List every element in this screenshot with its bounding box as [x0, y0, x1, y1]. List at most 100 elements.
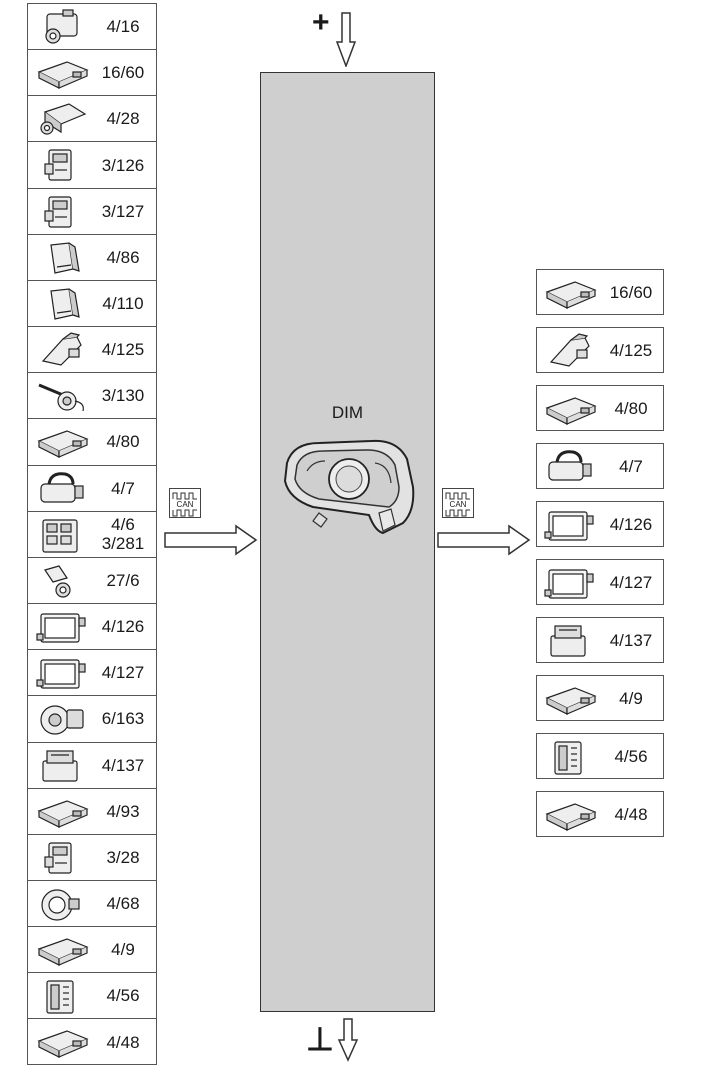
input-module-row: 3/127: [28, 189, 156, 235]
fuse-box-icon: [554, 741, 582, 775]
control-module-icon: [545, 803, 597, 831]
ecu-icon: [36, 613, 86, 643]
signal-wave-icon: [445, 509, 470, 517]
connector-module-icon: [42, 749, 78, 782]
module-code-label: 4/125: [609, 340, 653, 360]
module-code-label: 3/126: [101, 155, 145, 175]
module-code-label: 4/127: [609, 572, 653, 592]
module-code-label: 4/127: [101, 663, 145, 683]
input-module-row: 27/6: [28, 558, 156, 605]
ground-connection: ⊥: [306, 1016, 366, 1064]
power-supply: +: [312, 8, 362, 68]
input-module-row: 3/28: [28, 835, 156, 881]
input-module-row: 3/126: [28, 142, 156, 189]
module-code-label: 4/80: [106, 432, 140, 452]
input-module-row: 4/56: [28, 973, 156, 1020]
pump-module-icon: [40, 471, 84, 503]
can-label: CAN: [449, 500, 467, 509]
module-code-label: 4/110: [102, 294, 144, 314]
input-module-row: 4/110: [28, 281, 156, 328]
module-code-label: 4/16: [106, 17, 140, 37]
module-code-label: 4/7: [619, 456, 643, 476]
switch-module-icon: [44, 842, 72, 874]
output-module-box: 4/9: [536, 675, 664, 721]
module-code-label: 4/56: [106, 986, 140, 1006]
input-module-row: 4/137: [28, 743, 156, 789]
input-module-row: 16/60: [28, 50, 156, 97]
small-module-icon: [50, 288, 80, 320]
input-module-row: 4/126: [28, 604, 156, 651]
switch-module-icon: [44, 196, 72, 228]
module-code-label: 27/6: [106, 570, 140, 590]
module-code-label: 3/28: [106, 847, 140, 867]
control-module-icon: [37, 800, 89, 828]
input-module-row: 6/163: [28, 696, 156, 743]
module-code-label: 4/28: [106, 109, 140, 129]
output-module-box: 4/80: [536, 385, 664, 431]
clock-spring-icon: [41, 889, 80, 921]
module-code-label: 4/9: [111, 940, 135, 960]
pump-module-icon: [548, 450, 592, 481]
module-code-label: 4/93: [106, 801, 140, 821]
input-module-row: 4/127: [28, 650, 156, 697]
supply-arrow-icon: [336, 12, 356, 67]
input-module-row: 4/28: [28, 96, 156, 143]
connector-module-icon: [550, 625, 586, 657]
module-code-label: 4/125: [101, 340, 145, 360]
control-module-icon: [37, 938, 89, 967]
module-code-label: 4/137: [609, 630, 653, 650]
input-module-row: 4/80: [28, 419, 156, 466]
can-bus-badge-output: CAN: [442, 488, 474, 518]
module-code-label: 4/48: [106, 1033, 140, 1053]
output-module-box: 4/125: [536, 327, 664, 373]
input-module-row: 4/93: [28, 789, 156, 835]
control-module-icon: [545, 687, 597, 715]
dim-module-block: DIM: [260, 72, 435, 1012]
signal-wave-icon: [445, 492, 470, 500]
output-module-box: 4/127: [536, 559, 664, 605]
input-module-row: 4/48: [28, 1019, 156, 1065]
module-code-label: 4/86: [106, 247, 140, 267]
module-code-label: 4/137: [101, 755, 145, 775]
input-module-row: 4/125: [28, 327, 156, 374]
module-code-label: 4/80: [614, 398, 648, 418]
ignition-module-icon: [40, 103, 87, 135]
can-output-arrow-icon: [437, 524, 531, 556]
input-module-row: 4/9: [28, 927, 156, 974]
module-code-label: 4/126: [101, 617, 145, 637]
signal-wave-icon: [172, 509, 197, 517]
signal-wave-icon: [172, 492, 197, 500]
sensor-icon: [44, 565, 71, 598]
abs-module-icon: [45, 9, 78, 44]
control-module-icon: [545, 397, 597, 425]
positive-sign: +: [312, 6, 330, 39]
switch-module-icon: [44, 149, 72, 182]
input-module-row: 4/16: [28, 4, 156, 51]
can-bus-badge-input: CAN: [169, 488, 201, 518]
input-module-row: 4/68: [28, 881, 156, 928]
module-code-label: 4/6 3/281: [101, 515, 145, 554]
module-code-label: 4/9: [619, 688, 643, 708]
camera-module-icon: [549, 333, 590, 367]
input-module-row: 4/6 3/281: [28, 512, 156, 558]
module-code-label: 3/130: [101, 386, 145, 406]
input-module-row: 3/130: [28, 373, 156, 420]
module-code-label: 4/48: [614, 804, 648, 824]
module-code-label: 4/68: [106, 894, 140, 914]
steering-stalk-icon: [38, 383, 84, 412]
small-module-icon: [50, 242, 80, 274]
ground-arrow-icon: [338, 1018, 358, 1062]
ecu-icon: [544, 569, 594, 599]
output-module-box: 16/60: [536, 269, 664, 315]
input-module-row: 4/7: [28, 466, 156, 512]
ecu-icon: [544, 511, 594, 541]
camera-module-icon: [41, 332, 82, 366]
instrument-cluster-icon: [283, 439, 415, 535]
control-module-icon: [37, 1030, 89, 1059]
can-input-arrow-icon: [164, 524, 258, 556]
module-code-label: 16/60: [609, 282, 653, 302]
motor-module-icon: [40, 705, 84, 735]
gearbox-module-icon: [42, 519, 78, 553]
output-module-box: 4/126: [536, 501, 664, 547]
module-code-label: 6/163: [101, 709, 145, 729]
